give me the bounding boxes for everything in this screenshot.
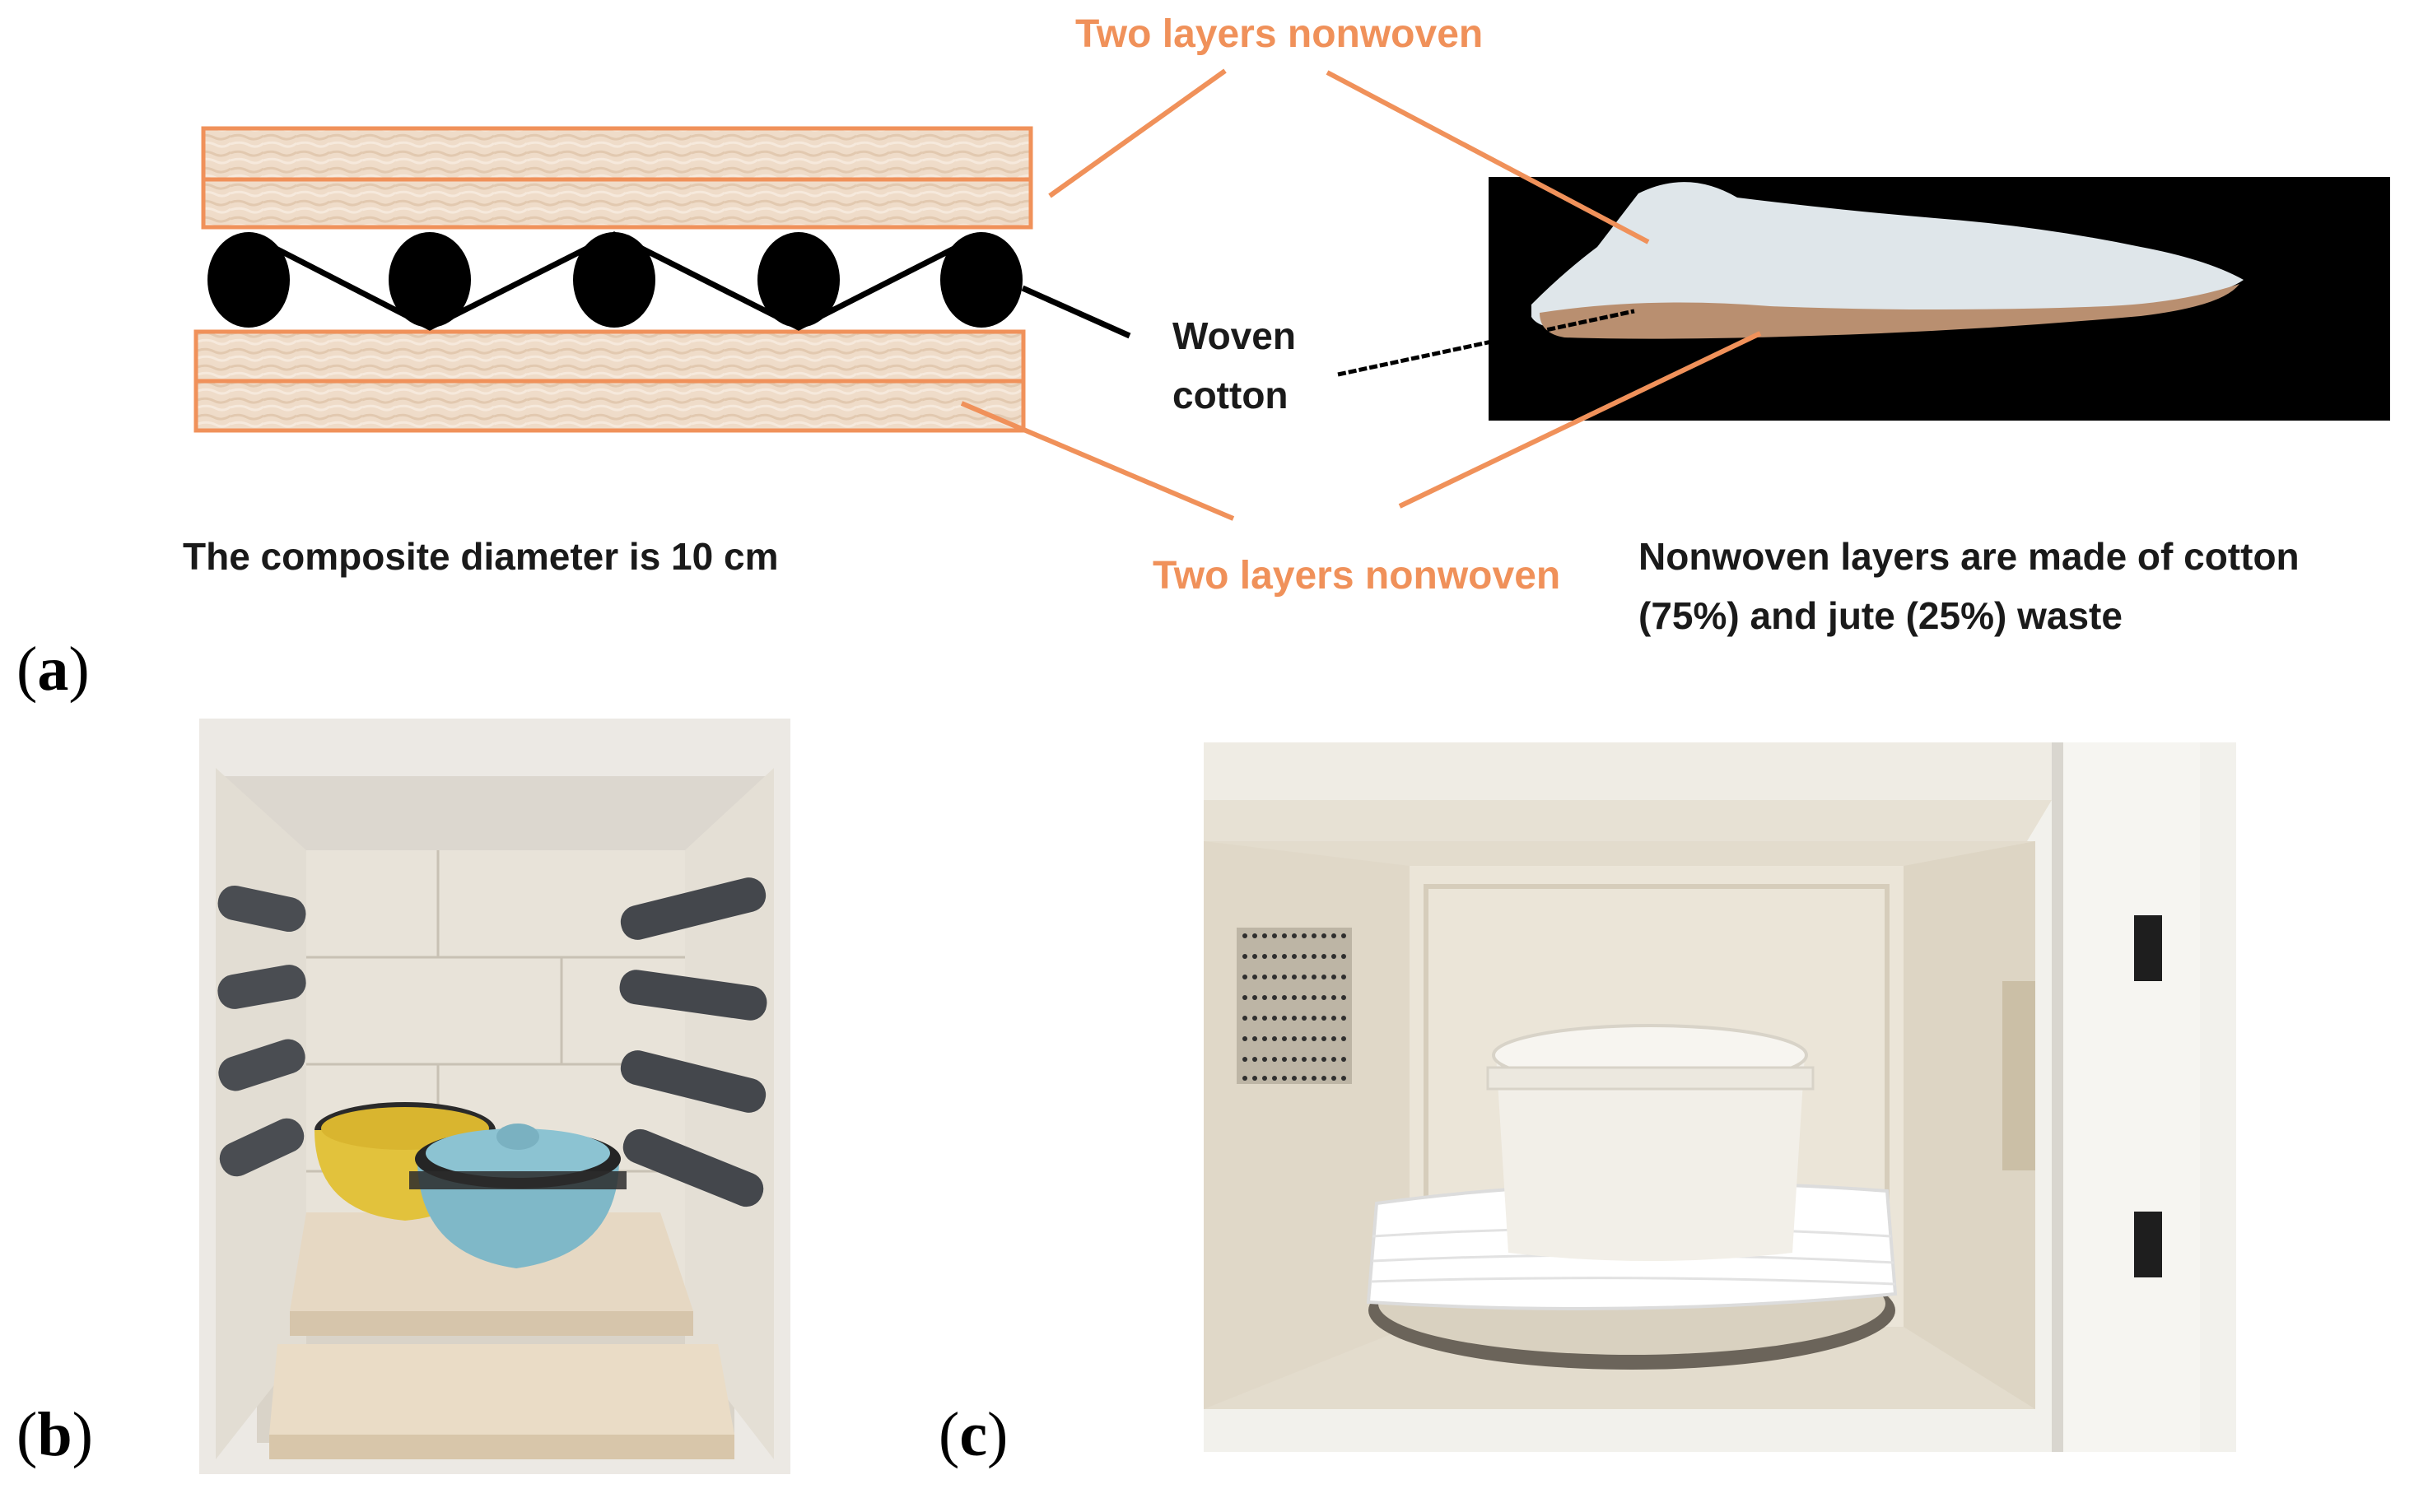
woven-label-line-1: Woven <box>1172 314 1296 357</box>
composition-note-line-1: Nonwoven layers are made of cotton <box>1638 535 2300 578</box>
microwave-photo <box>1204 742 2236 1452</box>
woven-pointer-line <box>1021 285 1131 339</box>
composition-note-line-2: (75%) and jute (25%) waste <box>1638 594 2123 637</box>
top-nonwoven-label: Two layers nonwoven <box>1075 12 1484 56</box>
bottom-label-pointer-right <box>1398 331 1762 509</box>
panel-label-c: (c) <box>939 1400 1009 1469</box>
panel-label-a: (a) <box>16 635 90 704</box>
composite-photo <box>1489 177 2390 421</box>
top-layer-2 <box>201 177 1033 230</box>
orange-pointer-lines <box>960 68 1762 521</box>
yarn-circle-3 <box>573 232 655 328</box>
top-label-pointer-left <box>1048 68 1227 198</box>
top-label-pointer-right <box>1326 70 1650 244</box>
photo-sample-top <box>1531 182 2244 330</box>
bottom-layer-1 <box>193 329 1026 384</box>
yarn-circle-1 <box>207 232 290 328</box>
bottom-layer-2 <box>193 379 1026 433</box>
bottom-nonwoven-label: Two layers nonwoven <box>1153 554 1561 598</box>
panel-label-b: (b) <box>16 1400 93 1469</box>
bottom-nonwoven-layers <box>193 329 1026 433</box>
woven-label-line-2: cotton <box>1172 374 1289 416</box>
woven-cotton-label: Woven cotton <box>1172 306 1296 425</box>
yarn-circle-4 <box>757 232 840 328</box>
yarn-circle-5 <box>940 232 1023 328</box>
top-nonwoven-layers <box>201 126 1033 230</box>
woven-photo-pointer <box>1337 309 1635 377</box>
top-layer-1 <box>201 126 1033 182</box>
composite-schematic <box>193 68 2390 521</box>
woven-cotton-layer <box>207 231 1131 339</box>
yarn-circle-2 <box>389 232 471 328</box>
diameter-note: The composite diameter is 10 cm <box>183 535 779 578</box>
furnace-photo <box>199 719 790 1474</box>
composition-note: Nonwoven layers are made of cotton (75%)… <box>1638 527 2300 645</box>
bottom-label-pointer-left <box>960 401 1235 521</box>
photo-sample-edge <box>1540 284 2239 339</box>
